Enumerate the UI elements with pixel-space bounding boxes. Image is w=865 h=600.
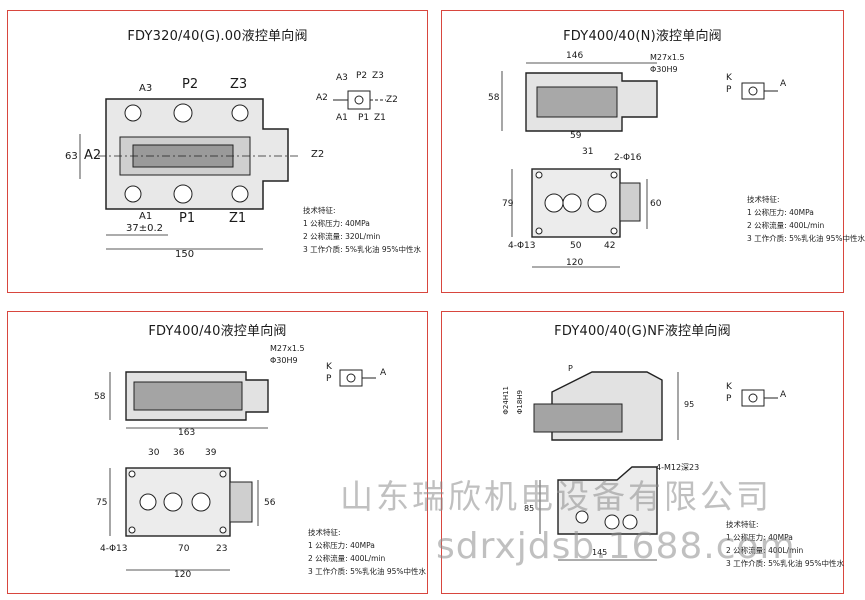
specs-heading: 技术特征: — [303, 206, 336, 215]
dim-h58: 58 — [94, 392, 106, 402]
valve-drawing-fdy400gnf — [533, 371, 778, 561]
symbol-a2: A2 — [316, 93, 328, 103]
dim-width1: 37±0.2 — [126, 223, 164, 234]
port-z3: Z3 — [230, 77, 248, 92]
port-z1: Z1 — [229, 211, 247, 226]
dim-36: 36 — [173, 448, 185, 458]
panel-title: FDY400/40液控单向阀 — [148, 324, 287, 339]
specs-flow: 2 公称流量: 400L/min — [726, 546, 804, 555]
specs-block: 技术特征: 1 公称压力: 40MPa 2 公称流量: 400L/min 3 工… — [726, 518, 844, 570]
dim-120: 120 — [174, 570, 192, 580]
symbol-a3: A3 — [336, 73, 348, 83]
panel-title: FDY400/40(G)NF液控单向阀 — [554, 324, 731, 339]
dim-bore: Φ30H9 — [270, 356, 298, 365]
specs-medium: 3 工作介质: 5%乳化油 95%中性水 — [747, 234, 865, 243]
symbol-a: A — [380, 368, 387, 378]
symbol-p: P — [726, 394, 732, 404]
dim-23: 23 — [216, 544, 228, 554]
dim-h60: 60 — [650, 199, 662, 209]
port-p-label: P — [568, 364, 573, 373]
port-p1: P1 — [179, 211, 196, 226]
symbol-z3: Z3 — [372, 71, 384, 81]
dim-height: 63 — [65, 151, 78, 162]
specs-flow: 2 公称流量: 400L/min — [308, 554, 386, 563]
dim-h85: 85 — [524, 504, 535, 513]
symbol-a: A — [780, 390, 787, 400]
symbol-z2: Z2 — [386, 95, 398, 105]
dim-145: 145 — [592, 548, 608, 557]
dim-163: 163 — [178, 428, 196, 438]
port-a1: A1 — [139, 211, 153, 222]
port-z2: Z2 — [311, 149, 325, 160]
watermark-company: 山东瑞欣机电设备有限公司 — [340, 477, 772, 516]
symbol-z1: Z1 — [374, 113, 386, 123]
specs-heading: 技术特征: — [726, 520, 759, 529]
dim-bore18: Φ18H9 — [516, 390, 524, 415]
dim-hole4: 4-M12深23 — [656, 463, 700, 472]
port-a2: A2 — [84, 148, 102, 163]
specs-block: 技术特征: 1 公称压力: 40MPa 2 公称流量: 400L/min 3 工… — [747, 193, 865, 245]
dim-59: 59 — [570, 131, 582, 141]
dim-h58: 58 — [488, 93, 500, 103]
specs-pressure: 1 公称压力: 40MPa — [747, 208, 814, 217]
panel-fdy320: FDY320/40(G).00液控单向阀 A3 P2 Z3 A2 Z2 A1 P… — [7, 10, 428, 293]
dim-bore: Φ30H9 — [650, 65, 678, 74]
symbol-a1: A1 — [336, 113, 348, 123]
specs-flow: 2 公称流量: 400L/min — [747, 221, 825, 230]
dim-31: 31 — [582, 147, 594, 157]
dim-h79: 79 — [502, 199, 514, 209]
watermark-url: sdrxjdsb.1688.com — [436, 526, 796, 567]
panel-fdy400gnf: FDY400/40(G)NF液控单向阀 Φ24H11 Φ18H9 P 95 4-… — [441, 311, 844, 594]
symbol-a: A — [780, 79, 787, 89]
port-a3: A3 — [139, 83, 153, 94]
symbol-p: P — [326, 374, 332, 384]
specs-flow: 2 公称流量: 320L/min — [303, 232, 381, 241]
specs-heading: 技术特征: — [747, 195, 780, 204]
dim-120: 120 — [566, 258, 584, 268]
specs-medium: 3 工作介质: 5%乳化油 95%中性水 — [303, 245, 422, 254]
dim-thread: M27x1.5 — [650, 53, 685, 62]
panel-title: FDY320/40(G).00液控单向阀 — [127, 29, 308, 44]
dim-42: 42 — [604, 241, 616, 251]
dim-30a: 30 — [148, 448, 160, 458]
symbol-p: P — [726, 85, 732, 95]
panel-title: FDY400/40(N)液控单向阀 — [563, 29, 722, 44]
specs-medium: 3 工作介质: 5%乳化油 95%中性水 — [308, 567, 427, 576]
dim-h56: 56 — [264, 498, 276, 508]
dim-h95: 95 — [684, 400, 695, 409]
dim-bore24: Φ24H11 — [502, 386, 510, 415]
symbol-p2: P2 — [356, 71, 368, 81]
symbol-p1: P1 — [358, 113, 370, 123]
dim-hole2: 2-Φ16 — [614, 153, 642, 163]
dim-hole4: 4-Φ13 — [100, 544, 128, 554]
dim-39: 39 — [205, 448, 217, 458]
panel-fdy400n: FDY400/40(N)液控单向阀 146 58 M27x1.5 Φ30H9 5… — [441, 10, 865, 293]
panel-fdy400: FDY400/40液控单向阀 58 M27x1.5 Φ30H9 163 30 3… — [7, 311, 428, 594]
specs-heading: 技术特征: — [308, 528, 341, 537]
valve-drawing-fdy320 — [79, 90, 386, 250]
dim-h75: 75 — [96, 498, 108, 508]
valve-drawing-fdy400 — [109, 369, 376, 571]
symbol-k: K — [326, 362, 332, 372]
specs-pressure: 1 公称压力: 40MPa — [308, 541, 375, 550]
specs-medium: 3 工作介质: 5%乳化油 95%中性水 — [726, 559, 845, 568]
dim-thread: M27x1.5 — [270, 344, 305, 353]
specs-block: 技术特征: 1 公称压力: 40MPa 2 公称流量: 320L/min 3 工… — [303, 204, 421, 256]
symbol-k: K — [726, 382, 732, 392]
symbol-k: K — [726, 73, 732, 83]
valve-drawing-fdy400n — [501, 62, 778, 268]
dim-top: 146 — [566, 51, 584, 61]
dim-50: 50 — [570, 241, 582, 251]
dim-hole4: 4-Φ13 — [508, 241, 536, 251]
dim-70: 70 — [178, 544, 190, 554]
specs-pressure: 1 公称压力: 40MPa — [726, 533, 793, 542]
specs-block: 技术特征: 1 公称压力: 40MPa 2 公称流量: 400L/min 3 工… — [308, 526, 426, 578]
specs-pressure: 1 公称压力: 40MPa — [303, 219, 370, 228]
port-p2: P2 — [182, 77, 199, 92]
dim-width2: 150 — [175, 249, 195, 260]
